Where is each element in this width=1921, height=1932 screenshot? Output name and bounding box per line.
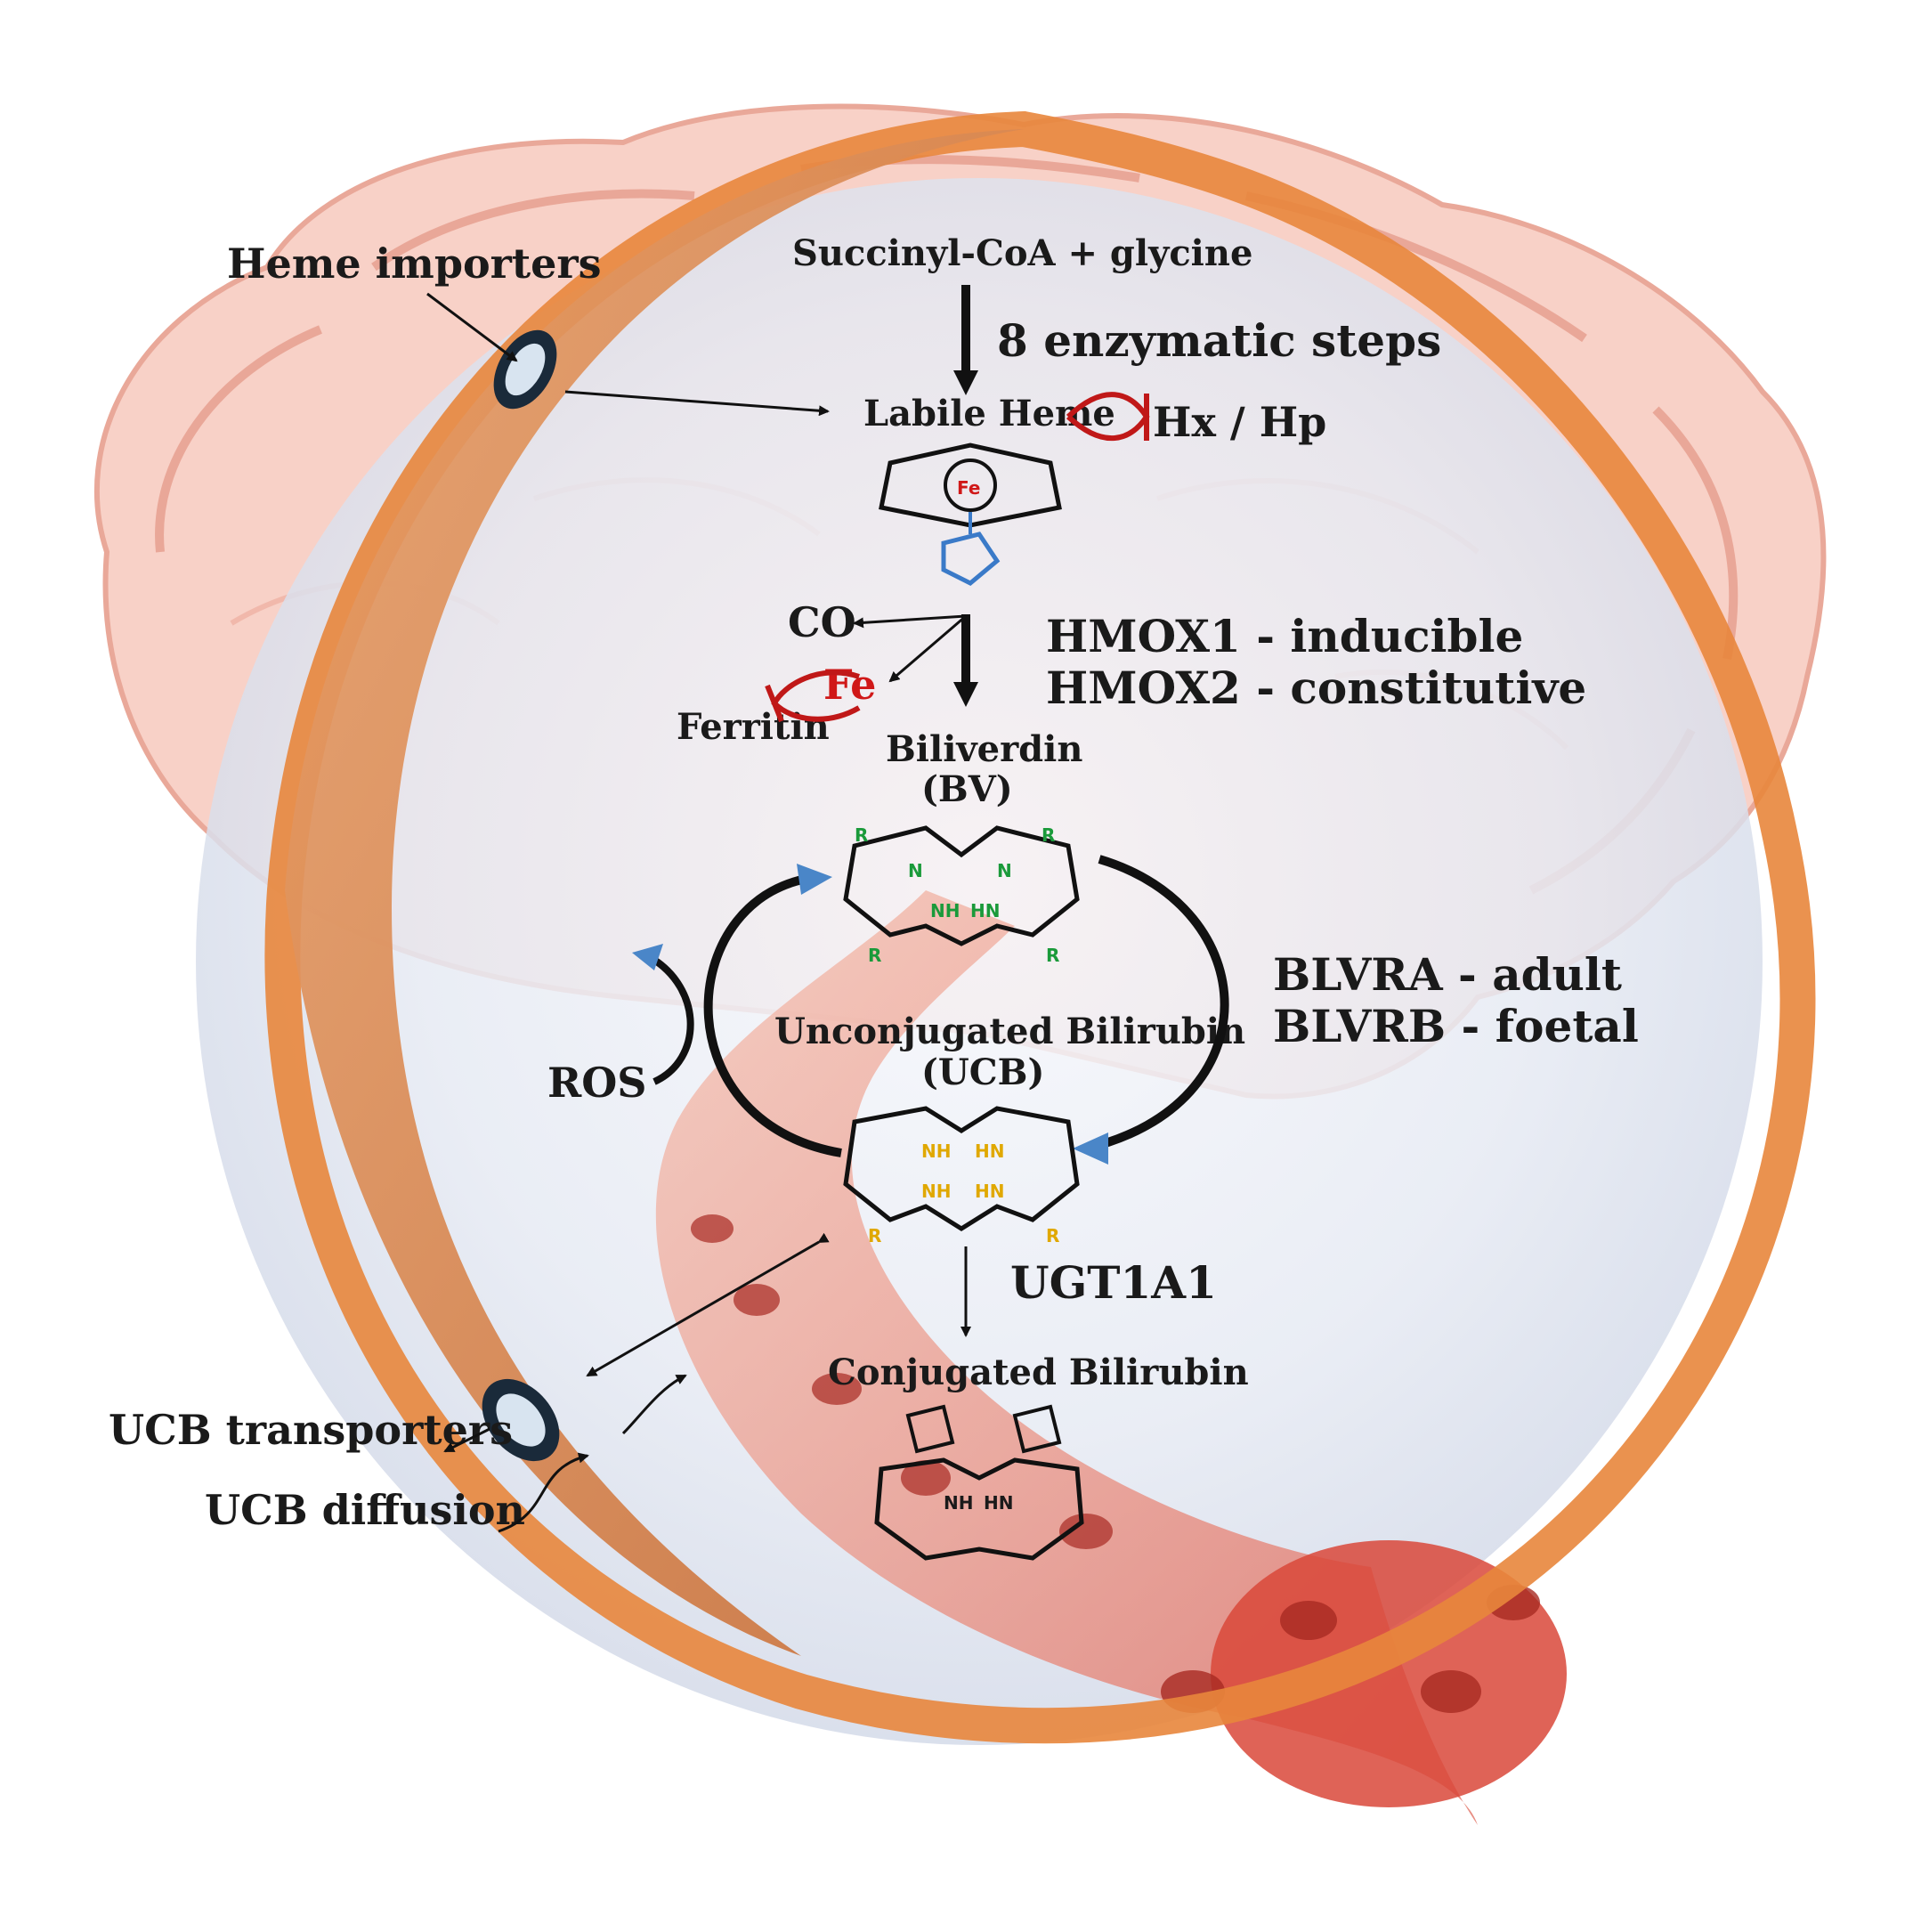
- svg-text:NH: NH: [921, 1141, 951, 1162]
- ucb-name-label: Unconjugated Bilirubin: [774, 1011, 1245, 1052]
- svg-text:R: R: [868, 1225, 881, 1246]
- biliverdin-molecule-icon: N N NH HN R R R R: [843, 824, 1080, 966]
- svg-text:HN: HN: [984, 1492, 1013, 1514]
- svg-text:NH: NH: [921, 1181, 951, 1202]
- bilirubin-molecule-icon: NH HN NH HN R R: [843, 1106, 1080, 1246]
- svg-text:HN: HN: [975, 1181, 1004, 1202]
- ros-arrowhead: [632, 944, 663, 970]
- enzymatic-steps-label: 8 enzymatic steps: [997, 314, 1441, 367]
- heme-importers-label: Heme importers: [227, 239, 602, 288]
- svg-text:N: N: [997, 860, 1012, 881]
- ucb-exchange-arrow: [586, 1232, 830, 1377]
- blvrb-label: BLVRB - foetal: [1273, 1000, 1639, 1052]
- ugt1a1-label: UGT1A1: [1010, 1256, 1217, 1309]
- blvr-reduction-arc: [1084, 855, 1229, 1153]
- ros-oxidation-arc: [703, 873, 842, 1157]
- svg-text:HN: HN: [975, 1141, 1004, 1162]
- ucb-transporter-pointer: [443, 1427, 490, 1453]
- conjugated-label: Conjugated Bilirubin: [828, 1352, 1249, 1393]
- ucb-diffusion-entry-arrow: [621, 1374, 687, 1435]
- ucb-label: (UCB): [921, 1051, 1044, 1093]
- hmox2-label: HMOX2 - constitutive: [1046, 662, 1586, 714]
- conjugated-bilirubin-molecule-icon: NH HN: [874, 1404, 1084, 1561]
- heme-importer-pointer: [426, 292, 518, 362]
- svg-text:R: R: [1046, 945, 1059, 966]
- ros-scavenging-arc: [647, 954, 694, 1085]
- co-release-arrow: [853, 614, 967, 629]
- ferritin-label: Ferritin: [677, 706, 830, 748]
- svg-text:R: R: [1042, 824, 1055, 846]
- fe-label: Fe: [823, 661, 876, 709]
- biliverdin-label: Biliverdin: [886, 728, 1082, 770]
- ucb-diffusion-arrow: [498, 1452, 589, 1533]
- svg-text:NH: NH: [930, 900, 960, 921]
- ros-label: ROS: [547, 1059, 647, 1107]
- svg-text:NH: NH: [944, 1492, 973, 1514]
- svg-text:HN: HN: [970, 900, 1000, 921]
- svg-text:N: N: [908, 860, 923, 881]
- bv-label: (BV): [921, 768, 1013, 810]
- ros-cycle-arrowhead: [797, 864, 832, 895]
- svg-text:Fe: Fe: [957, 477, 980, 499]
- ferritin-inhibition-bar: [765, 684, 784, 723]
- hmox1-label: HMOX1 - inducible: [1046, 610, 1523, 662]
- blvr-arrowhead: [1073, 1132, 1108, 1165]
- substrate-label: Succinyl-CoA + glycine: [792, 232, 1252, 274]
- hx-hp-label: Hx / Hp: [1153, 398, 1326, 446]
- ucb-diffusion-label: UCB diffusion: [205, 1486, 525, 1534]
- blvra-label: BLVRA - adult: [1273, 948, 1622, 1001]
- svg-text:R: R: [868, 945, 881, 966]
- cell-membrane-ring: [264, 110, 1816, 1744]
- heme-import-arrow: [564, 390, 830, 417]
- co-label: CO: [788, 598, 856, 646]
- svg-text:R: R: [1046, 1225, 1059, 1246]
- heme-molecule-icon: Fe: [879, 442, 1062, 586]
- ucb-transporter-channel: [482, 1378, 560, 1462]
- fe-release-arrow: [888, 614, 967, 683]
- labile-heme-label: Labile Heme: [863, 393, 1115, 434]
- svg-text:R: R: [855, 824, 868, 846]
